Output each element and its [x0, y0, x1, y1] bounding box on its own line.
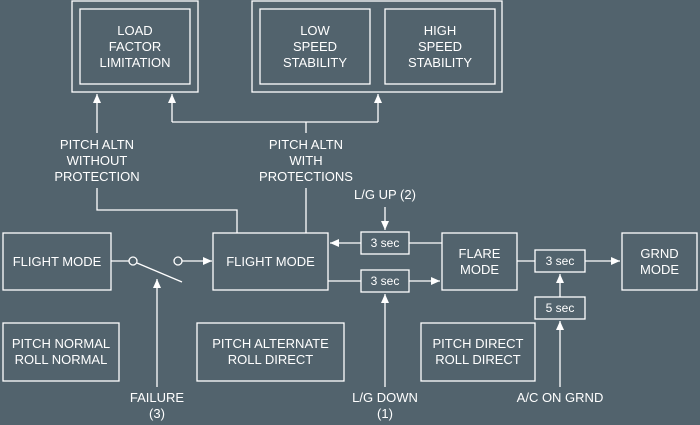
timer-lower-label: 3 sec [370, 274, 400, 288]
pitch-alternate-label: PITCH ALTERNATE ROLL DIRECT [212, 336, 329, 367]
lg-down-label: L/G DOWN (1) [352, 390, 418, 421]
high-speed-label: HIGH SPEED STABILITY [407, 22, 473, 70]
pitch-direct-frame [420, 322, 536, 382]
timer-ground-delay-label: 5 sec [545, 301, 575, 315]
flight-mode-left-label: FLIGHT MODE [12, 253, 102, 269]
without-protection-link [96, 188, 238, 233]
switch-pivot [128, 256, 138, 266]
flare-mode-label: FLARE MODE [458, 245, 501, 277]
grnd-mode-label: GRND MODE [640, 245, 679, 277]
high-speed-frame [384, 8, 496, 85]
flight-mode-center-frame [212, 232, 329, 291]
load-factor-outer-frame [71, 0, 199, 93]
timer-grnd-label: 3 sec [545, 254, 575, 268]
pitch-altn-with-label: PITCH ALTN WITH PROTECTIONS [259, 136, 353, 184]
load-factor-label: LOAD FACTOR LIMITATION [99, 22, 171, 70]
load-factor-inner-frame [79, 8, 191, 85]
grnd-mode-frame [621, 232, 698, 291]
lg-up-label: L/G UP (2) [354, 187, 416, 202]
ac-on-grnd-label: A/C ON GRND [516, 390, 604, 405]
switch-contact [173, 256, 183, 266]
stability-outer-frame [251, 0, 503, 93]
failure-label: FAILURE (3) [129, 390, 185, 421]
flight-mode-center-label: FLIGHT MODE [226, 253, 315, 269]
switch-blade [136, 262, 183, 283]
pitch-direct-label: PITCH DIRECT ROLL DIRECT [432, 336, 524, 367]
timer-upper-label: 3 sec [370, 236, 400, 250]
pitch-normal-label: PITCH NORMAL ROLL NORMAL [11, 336, 111, 367]
low-speed-label: LOW SPEED STABILITY [282, 22, 348, 70]
pitch-altn-without-label: PITCH ALTN WITHOUT PROTECTION [54, 136, 140, 184]
low-speed-frame [259, 8, 371, 85]
pitch-alternate-frame [196, 322, 345, 382]
pitch-normal-frame [2, 322, 120, 382]
